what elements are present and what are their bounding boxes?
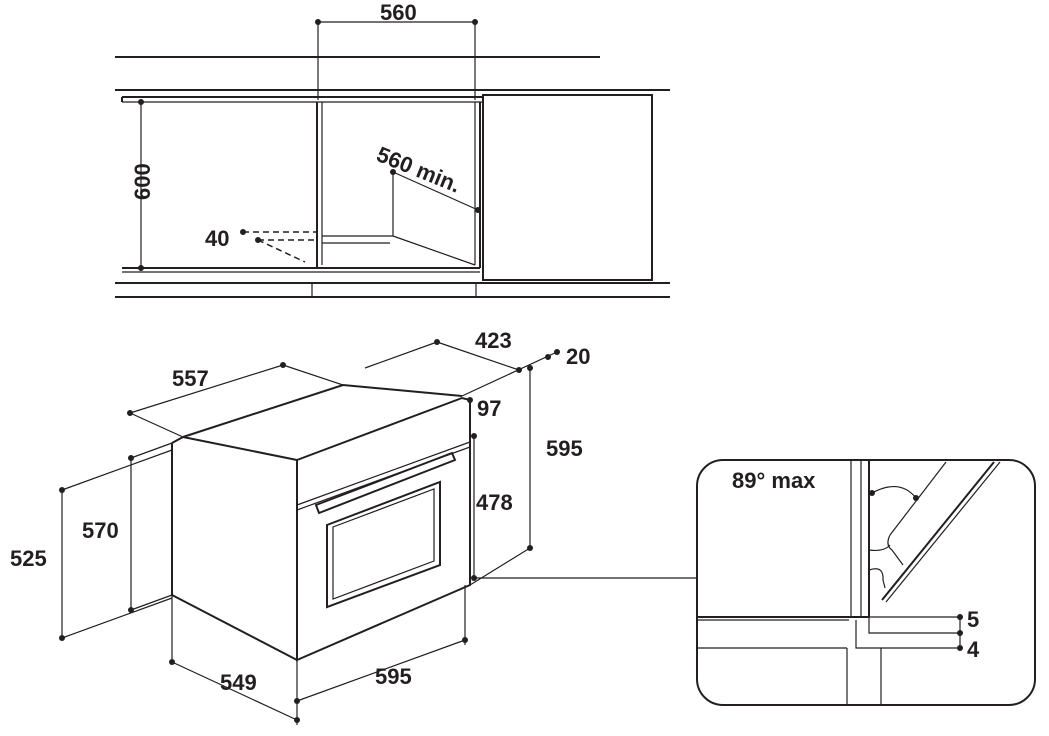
depth-total-label: 557 [172, 366, 209, 391]
control-panel-height-label: 97 [477, 396, 501, 421]
niche-width-label: 560 [380, 0, 417, 25]
front-height-label: 595 [546, 436, 583, 461]
oven-drawing: 557 423 20 97 595 478 570 525 [10, 328, 697, 725]
gap-bottom-label: 4 [967, 637, 980, 662]
niche-height-label: 600 [130, 163, 155, 200]
door-angle-label: 89° max [732, 468, 816, 493]
body-depth-label: 549 [220, 670, 257, 695]
door-hinge-detail: 89° max 5 4 [696, 459, 1036, 706]
vent-opening-label: 40 [205, 226, 229, 251]
body-height-label: 570 [82, 518, 119, 543]
top-depth-label: 423 [475, 328, 512, 353]
door-thickness-label: 20 [566, 344, 590, 369]
niche-depth-label: 560 min. [373, 141, 464, 197]
door-height-label: 478 [476, 490, 513, 515]
front-width-label: 595 [375, 664, 412, 689]
cabinet-niche-drawing: 560 600 560 min. 40 [115, 0, 670, 298]
body-height-side-label: 525 [10, 546, 47, 571]
gap-top-label: 5 [967, 607, 979, 632]
